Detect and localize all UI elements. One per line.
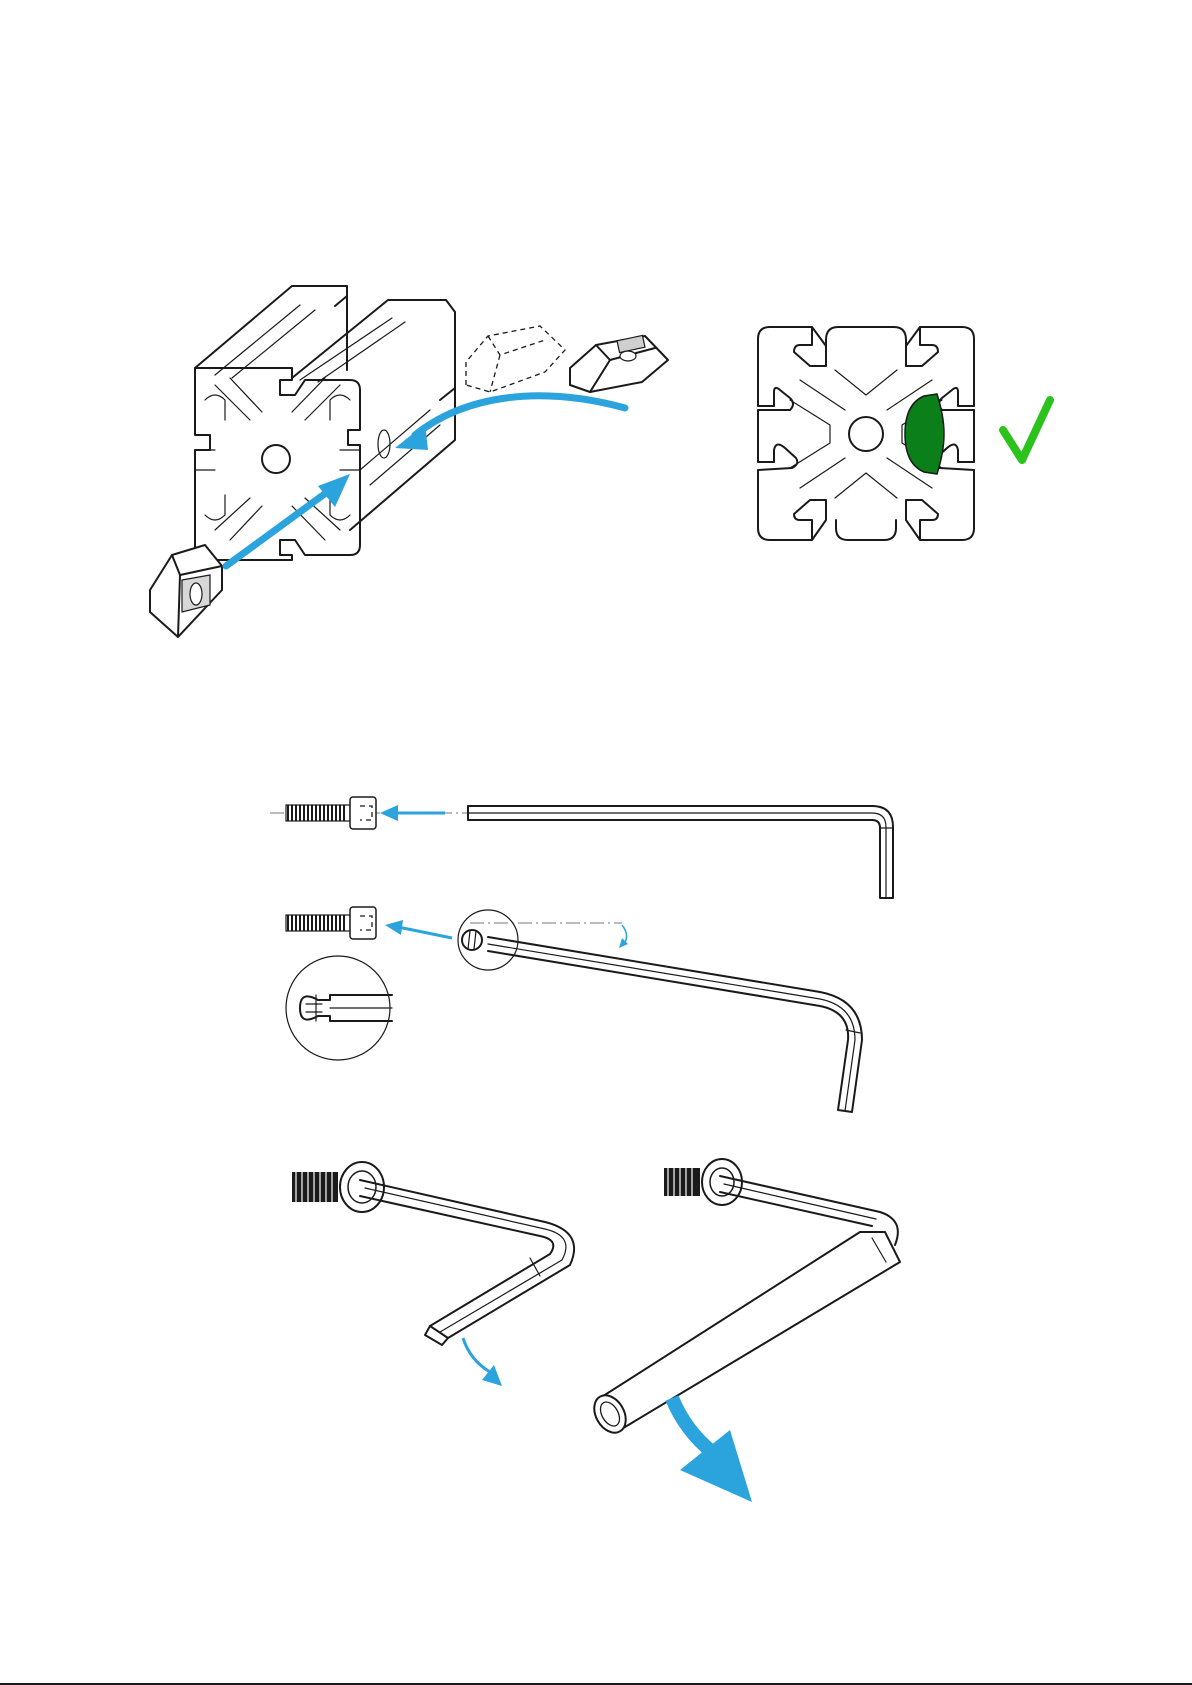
extrusion-profile-icon [195, 286, 455, 560]
rotate-hint-icon [619, 925, 628, 948]
checkmark-icon [1003, 400, 1050, 460]
rotate-arrow-icon [463, 1338, 502, 1386]
insert-arrow-icon-2 [380, 805, 445, 821]
t-nut-icon [570, 335, 668, 392]
cap-screw-icon-2 [286, 907, 622, 939]
profile-section-icon [758, 327, 974, 540]
tighten-left-icon [292, 1162, 574, 1345]
ball-end-detail-icon [286, 956, 392, 1060]
hex-key-icon [468, 806, 893, 898]
t-nut-ghost-icon [466, 326, 565, 392]
hex-key-icon-tilted [458, 910, 862, 1112]
insert-arrow-icon-3 [385, 920, 452, 938]
extension-tube-icon [588, 1232, 900, 1438]
t-nut-icon-front [150, 545, 222, 637]
rotate-arrow-icon-large [672, 1398, 752, 1502]
